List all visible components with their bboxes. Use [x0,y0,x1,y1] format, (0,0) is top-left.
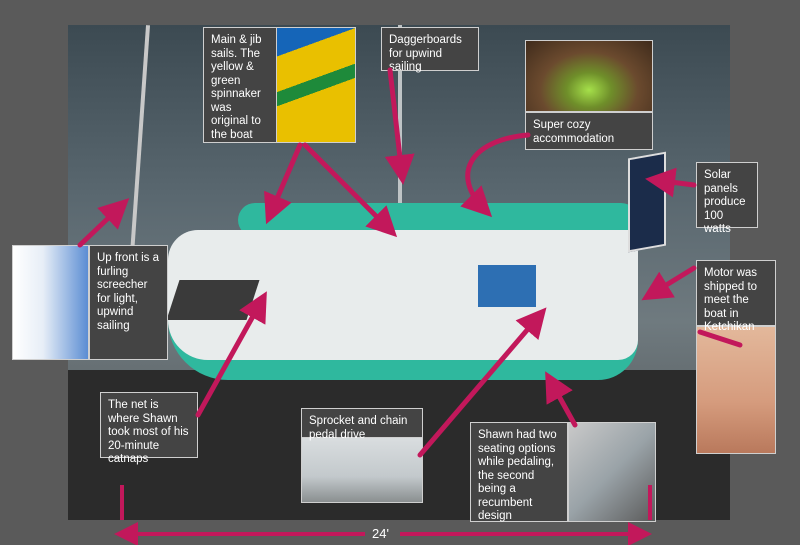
callout-net: The net is where Shawn took most of his … [100,392,198,465]
spinnaker-inset [276,27,356,143]
cabin-inset [525,40,653,112]
callout-screecher: Up front is a furling screecher for ligh… [89,245,168,360]
trampoline-net [166,280,260,320]
callout-seating: Shawn had two seating options while peda… [470,422,568,522]
deck-cushion [478,265,536,307]
callout-solar: Solar panels produce 100 watts [696,162,758,235]
callout-motor: Motor was shipped to meet the boat in Ke… [696,260,776,333]
screecher-mast [129,25,151,255]
pedal-drive-inset [301,437,423,503]
screecher-inset [12,245,89,360]
callout-accommodation: Super cozy accommodation [525,112,653,150]
callout-main-jib: Main & jib sails. The yellow & green spi… [203,27,277,143]
callout-daggerboards: Daggerboards for upwind sailing [381,27,479,73]
callout-pedal: Sprocket and chain pedal drive [301,408,423,441]
recumbent-seat-inset [568,422,656,522]
motor-crate-inset [696,326,776,454]
dimension-label: 24' [372,526,389,541]
solar-panel-image [628,151,666,253]
